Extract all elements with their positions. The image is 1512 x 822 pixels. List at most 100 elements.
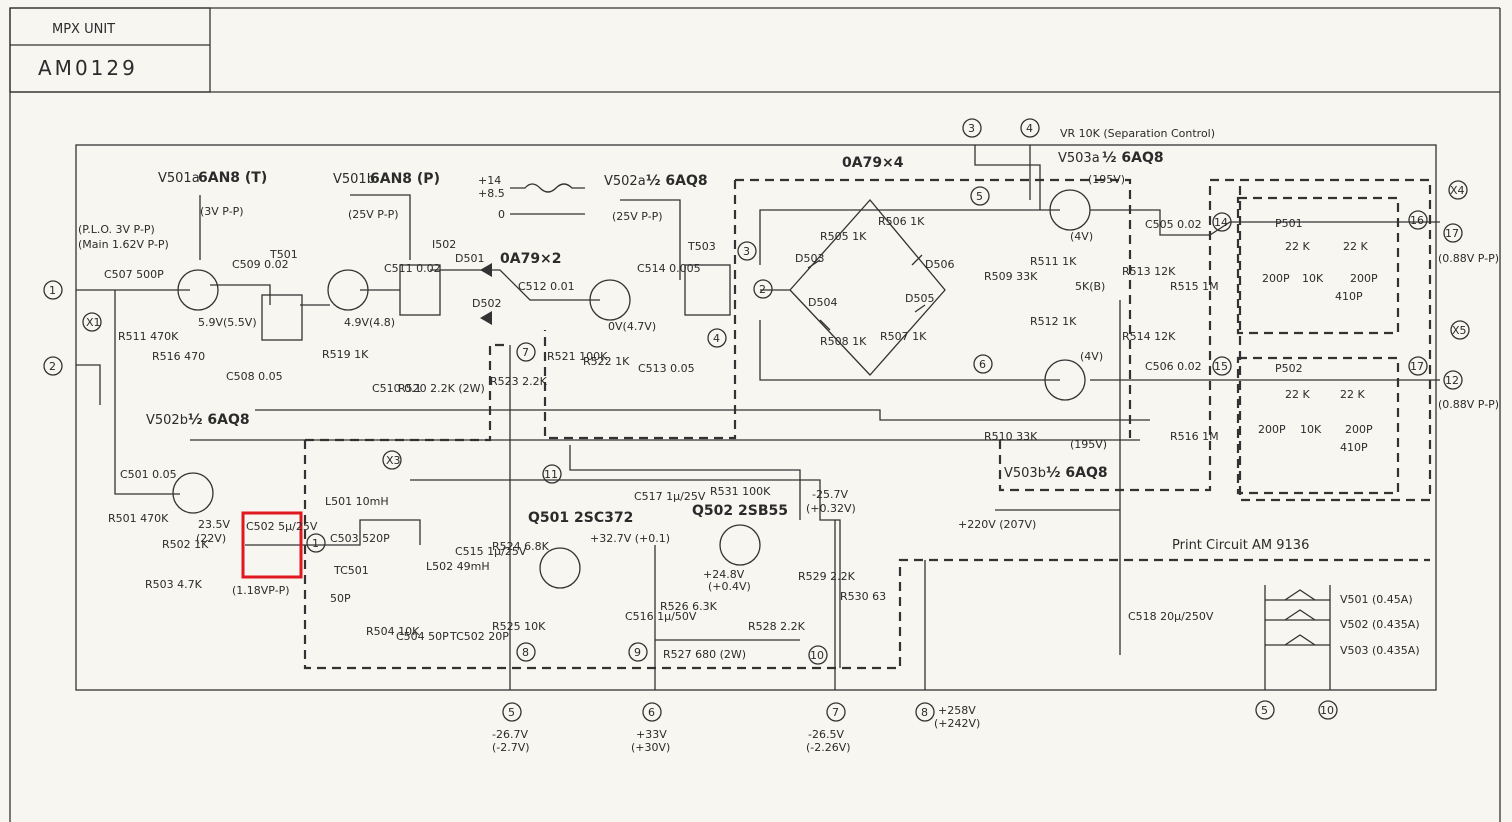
supply-6-v: +33V — [636, 728, 667, 741]
r509-label: R509 33K — [984, 270, 1038, 283]
v503a-type: ½ 6AQ8 — [1102, 150, 1164, 166]
l501-label: L501 10mH — [325, 495, 389, 508]
neg-supply-v: -25.7V — [812, 488, 848, 501]
v501b-plate-level: (25V P-P) — [348, 208, 399, 221]
diode-pair-label: 0A79×2 — [500, 251, 562, 267]
heater-switches — [1284, 589, 1316, 646]
transformer-symbols — [261, 264, 731, 341]
v502b-cathode-v: 23.5V — [198, 518, 230, 531]
r506-label: R506 1K — [878, 215, 925, 228]
c501-label: C501 0.05 — [120, 468, 177, 481]
d505-label: D505 — [905, 292, 934, 305]
r519-label: R519 1K — [322, 348, 369, 361]
transistor-q502 — [719, 524, 761, 566]
terminal-8-bottom: 8 — [921, 706, 928, 719]
r516-label: R516 470 — [152, 350, 205, 363]
supply-8-v: +258V — [938, 704, 976, 717]
vr-label: VR 10K (Separation Control) — [1060, 127, 1215, 140]
tc501-label: TC501 — [333, 564, 369, 577]
r515-label: R515 1M — [1170, 280, 1219, 293]
terminal-10-heater: 10 — [1320, 704, 1334, 717]
r528-label: R528 2.2K — [748, 620, 806, 633]
q501-label: Q501 2SC372 — [528, 510, 633, 526]
v501b-cathode-v: 4.9V(4.8) — [344, 316, 395, 329]
p502-r2: 22 K — [1340, 388, 1365, 401]
v503b-type: ½ 6AQ8 — [1046, 465, 1108, 481]
c511-label: C511 0.02 — [384, 262, 441, 275]
r522-label: R522 1K — [583, 355, 630, 368]
terminal-x1: X1 — [86, 316, 101, 329]
d501-label: D501 — [455, 252, 484, 265]
l502-label: L502 49mH — [426, 560, 490, 573]
c515-label: C515 1μ/25V — [455, 545, 527, 558]
vr5k-label: 5K(B) — [1075, 280, 1105, 293]
r504-label: R504 10K — [366, 625, 420, 638]
p501-label: P501 — [1275, 217, 1303, 230]
v501b-ref: V501b — [333, 172, 375, 187]
terminal-3a: 3 — [743, 245, 750, 258]
terminal-4a: 4 — [713, 332, 720, 345]
terminal-2: 2 — [49, 360, 56, 373]
terminal-6-bottom: 6 — [648, 706, 655, 719]
r511-label: R511 470K — [118, 330, 179, 343]
v501a-ref: V501a — [158, 171, 200, 186]
v503b-plate-v: (195V) — [1070, 438, 1107, 451]
q502-label: Q502 2SB55 — [692, 503, 788, 519]
wiring — [76, 145, 1440, 690]
supply-7-v2: (-2.26V) — [806, 741, 851, 754]
c506-label: C506 0.02 — [1145, 360, 1202, 373]
c507-label: C507 500P — [104, 268, 164, 281]
scope-label-b: +8.5 — [478, 187, 505, 200]
r513-label: R513 12K — [1122, 265, 1176, 278]
r501-label: R501 470K — [108, 512, 169, 525]
dashed-filter-a — [1236, 196, 1400, 335]
terminal-3-top: 3 — [968, 122, 975, 135]
v501b-type: 6AN8 (P) — [370, 171, 440, 187]
title-block: MPX UNIT AM0129 — [9, 7, 1501, 822]
terminal-1: 1 — [49, 284, 56, 297]
r525-label: R525 10K — [492, 620, 546, 633]
neg-supply-v2: (+0.32V) — [806, 502, 856, 515]
r512-label: R512 1K — [1030, 315, 1077, 328]
v501a-cathode-v: 5.9V(5.5V) — [198, 316, 257, 329]
r526-label: R526 6.3K — [660, 600, 718, 613]
p502-c1: 200P — [1258, 423, 1286, 436]
terminal-14: 14 — [1214, 216, 1228, 229]
d503-label: D503 — [795, 252, 824, 265]
v503a-ref: V503a — [1058, 151, 1100, 166]
c518-label: C518 20μ/250V — [1128, 610, 1214, 623]
p501-vr: 10K — [1302, 272, 1324, 285]
diode-labels: D501 0A79×2 D502 0A79×4 D503 D504 D505 D… — [455, 155, 954, 310]
c502-label: C502 5μ/25V — [246, 520, 318, 533]
c510-label: C510 0.1 — [372, 382, 422, 395]
r511b-label: R511 1K — [1030, 255, 1077, 268]
scope-label-c: 0 — [498, 208, 505, 221]
v503b-cathode-v: (4V) — [1080, 350, 1103, 363]
terminal-17b: 17 — [1410, 360, 1424, 373]
heater-labels: V501 (0.45A) V502 (0.435A) V503 (0.435A) — [1340, 593, 1420, 657]
r530-label: R530 63 — [840, 590, 886, 603]
highlight-box-c502 — [241, 511, 303, 579]
t503-label: T503 — [687, 240, 716, 253]
transistor-q501 — [539, 547, 581, 589]
dashed-filter-b — [1236, 356, 1400, 495]
heater-v502: V502 (0.435A) — [1340, 618, 1420, 631]
terminal-1-filter: 1 — [312, 537, 319, 550]
i502-label: I502 — [432, 238, 456, 251]
r524-label: R524 6.8K — [492, 540, 550, 553]
p501-c3: 410P — [1335, 290, 1363, 303]
c512-label: C512 0.01 — [518, 280, 575, 293]
terminal-16: 16 — [1410, 214, 1424, 227]
r529-label: R529 2.2K — [798, 570, 856, 583]
terminal-2a: 2 — [759, 283, 766, 296]
t501-label: T501 — [269, 248, 298, 261]
r514-label: R514 12K — [1122, 330, 1176, 343]
r502-label: R502 1K — [162, 538, 209, 551]
terminal-x4: X4 — [1450, 184, 1465, 197]
model-number: AM0129 — [38, 56, 138, 80]
diode-bridge-label: 0A79×4 — [842, 155, 904, 171]
v502a-plate-level: (25V P-P) — [612, 210, 663, 223]
terminal-5-heater: 5 — [1261, 704, 1268, 717]
terminal-7-mid: 7 — [522, 346, 529, 359]
